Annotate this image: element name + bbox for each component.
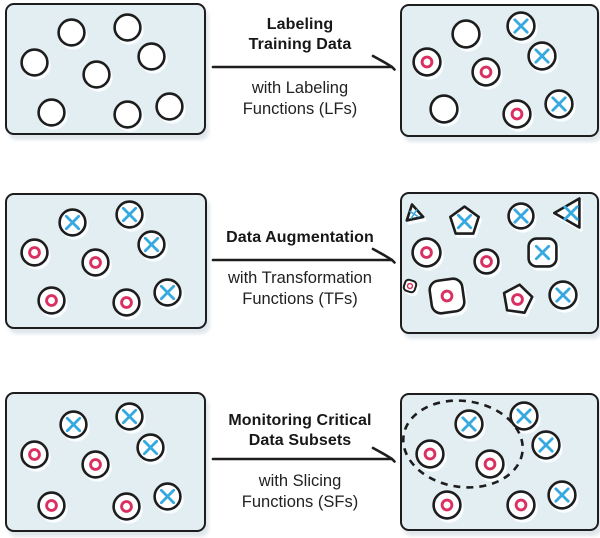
subtitle-line: with Transformation [228, 269, 372, 287]
datapoint-circle-o [19, 439, 49, 469]
step-title-augmentation: Data Augmentation [205, 228, 395, 248]
datapoint-circle-o [506, 490, 536, 520]
datapoint-square-o [428, 277, 466, 315]
datapoint-square-x [526, 236, 558, 268]
datapoint-circle [429, 94, 459, 124]
datapoint-circle-x [114, 199, 144, 229]
title-line: Training Data [248, 36, 352, 53]
dataset-box-labeled-monitor [5, 392, 206, 532]
datapoint-circle [154, 91, 184, 121]
datapoint-pentagon-x [448, 204, 481, 238]
datapoint-circle-o [475, 449, 505, 479]
datapoint-circle-x [136, 229, 166, 259]
datapoint-circle-o [410, 236, 442, 268]
datapoint-circle-o [36, 285, 66, 315]
datapoint-circle-o [471, 57, 501, 87]
subtitle-line: Functions (TFs) [242, 290, 358, 308]
subtitle-line: with Labeling [251, 79, 349, 97]
datapoint-square-o [402, 278, 418, 294]
datapoint-circle-x [509, 401, 539, 431]
datapoint-circle-x [531, 430, 561, 460]
datapoint-circle [451, 19, 481, 49]
subtitle-line: Functions (SFs) [241, 493, 359, 511]
subtitle-line: Functions (LFs) [242, 100, 358, 118]
datapoint-circle [112, 12, 142, 42]
datapoint-circle-x [152, 277, 182, 307]
datapoint-circle-o [415, 439, 445, 469]
datapoint-circle-o [80, 449, 110, 479]
datapoint-circle-x [58, 409, 88, 439]
title-line: Monitoring Critical [228, 412, 372, 429]
datapoint-circle-x [57, 207, 87, 237]
dataset-box-labeled [400, 4, 599, 137]
datapoint-circle-o [111, 491, 141, 521]
datapoint-circle-x [135, 432, 165, 462]
datapoint-circle [56, 17, 86, 47]
dataset-box-unlabeled [5, 3, 206, 135]
datapoint-circle [136, 41, 166, 71]
datapoint-circle-o [432, 490, 462, 520]
step-subtitle-augmentation: with Transformation Functions (TFs) [205, 268, 395, 310]
step-title-labeling: Labeling Training Data [205, 15, 395, 55]
datapoint-circle-o [19, 237, 49, 267]
datapoint-circle-x [114, 401, 144, 431]
datapoint-circle [36, 97, 66, 127]
datapoint-circle-o [111, 287, 141, 317]
datapoint-circle-x [152, 481, 182, 511]
datapoint-circle-x [544, 89, 574, 119]
dataset-box-sliced [400, 393, 599, 531]
datapoint-circle-o [412, 47, 442, 77]
datapoint-circle-x [506, 11, 536, 41]
datapoint-circle-x [527, 41, 557, 71]
datapoint-pentagon-o [501, 282, 534, 316]
datapoint-circle [81, 59, 111, 89]
dataset-box-labeled-source [5, 193, 207, 329]
datapoint-circle-x [507, 202, 535, 230]
step-title-monitoring: Monitoring Critical Data Subsets [205, 411, 395, 451]
datapoint-circle-x [454, 409, 484, 439]
arrow-right-icon [211, 446, 396, 463]
datapoint-circle-x [548, 280, 578, 310]
title-line: Data Augmentation [226, 229, 374, 246]
datapoint-circle-o [80, 247, 110, 277]
datapoint-triangle-left-x [552, 195, 589, 231]
title-line: Data Subsets [248, 432, 352, 449]
datapoint-circle [19, 47, 49, 77]
datapoint-triangle-up-x [403, 203, 425, 225]
datapoint-circle-o [472, 247, 500, 275]
arrow-right-icon [211, 54, 396, 71]
datapoint-circle [112, 99, 142, 129]
datapoint-circle-o [502, 99, 532, 129]
arrow-right-icon [211, 247, 396, 264]
step-subtitle-monitoring: with Slicing Functions (SFs) [205, 471, 395, 513]
datapoint-circle-x [547, 480, 577, 510]
dataset-box-augmented [400, 192, 599, 334]
datapoint-circle-o [36, 490, 66, 520]
title-line: Labeling [266, 16, 334, 33]
subtitle-line: with Slicing [258, 472, 342, 490]
step-subtitle-labeling: with Labeling Functions (LFs) [205, 78, 395, 120]
